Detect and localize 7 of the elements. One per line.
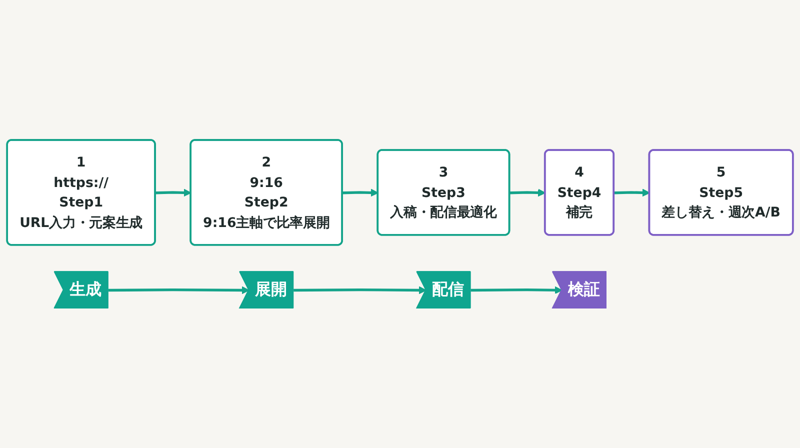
arrow bbox=[510, 188, 546, 197]
arrow bbox=[108, 286, 250, 294]
arrow bbox=[155, 188, 192, 197]
arrow bbox=[342, 188, 378, 197]
arrow bbox=[470, 286, 562, 294]
arrow bbox=[294, 286, 427, 294]
arrow bbox=[614, 188, 650, 197]
